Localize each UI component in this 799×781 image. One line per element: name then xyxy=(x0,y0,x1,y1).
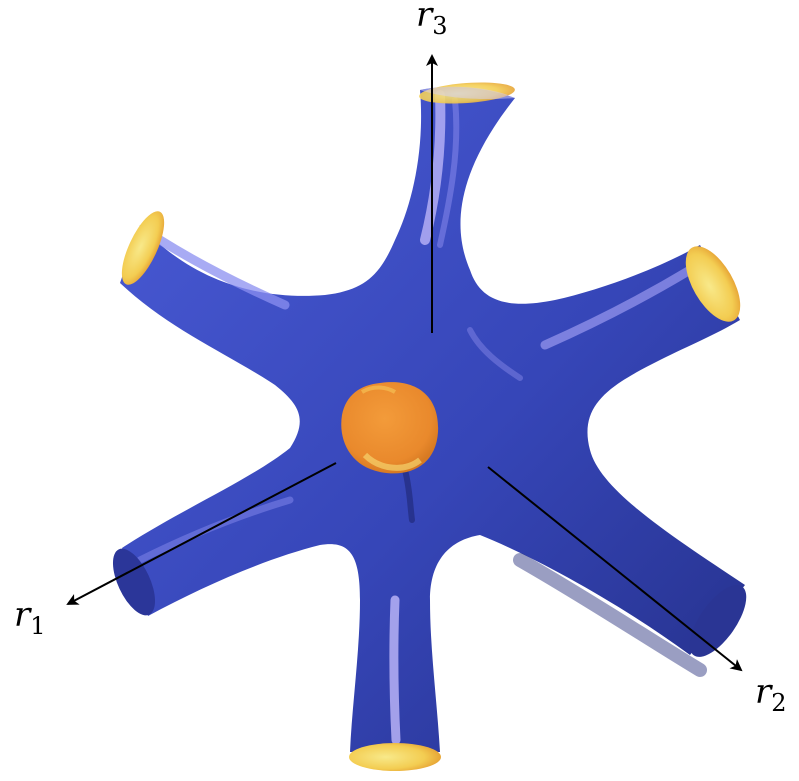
center-hole-rim-top xyxy=(360,385,397,394)
axis-r1-label: r1 xyxy=(14,595,46,640)
right-arm-opening xyxy=(685,246,741,322)
axis-r1-symbol: r xyxy=(14,595,32,635)
lower-right-arm-shadow xyxy=(513,553,707,677)
bottom-arm-highlight xyxy=(389,595,401,745)
top-arm-cap xyxy=(420,86,515,100)
axes xyxy=(66,54,743,672)
top-arm-highlight xyxy=(420,90,446,245)
left-arm-opening xyxy=(121,211,165,285)
center-hole xyxy=(341,382,439,474)
lower-left-arm-end xyxy=(112,548,156,616)
top-arm-highlight-soft xyxy=(437,97,460,248)
axis-r1-subscript: 1 xyxy=(30,612,45,640)
upper-crease xyxy=(467,327,523,381)
center-hole-rim-light xyxy=(362,452,422,471)
axis-r2-subscript: 2 xyxy=(771,689,786,717)
surface-body xyxy=(112,82,747,771)
left-arm-highlight xyxy=(155,235,290,310)
axis-r3-symbol: r xyxy=(416,0,434,35)
right-arm-highlight xyxy=(540,265,695,350)
axis-r2-symbol: r xyxy=(755,672,773,712)
center-crease xyxy=(402,467,415,523)
axis-r2-line xyxy=(487,466,743,672)
axis-r3-subscript: 3 xyxy=(432,12,447,40)
bottom-arm-opening xyxy=(349,743,441,771)
axis-r2-label: r2 xyxy=(755,672,787,717)
axis-r1-line xyxy=(66,462,337,605)
axis-r3-label: r3 xyxy=(416,0,448,40)
